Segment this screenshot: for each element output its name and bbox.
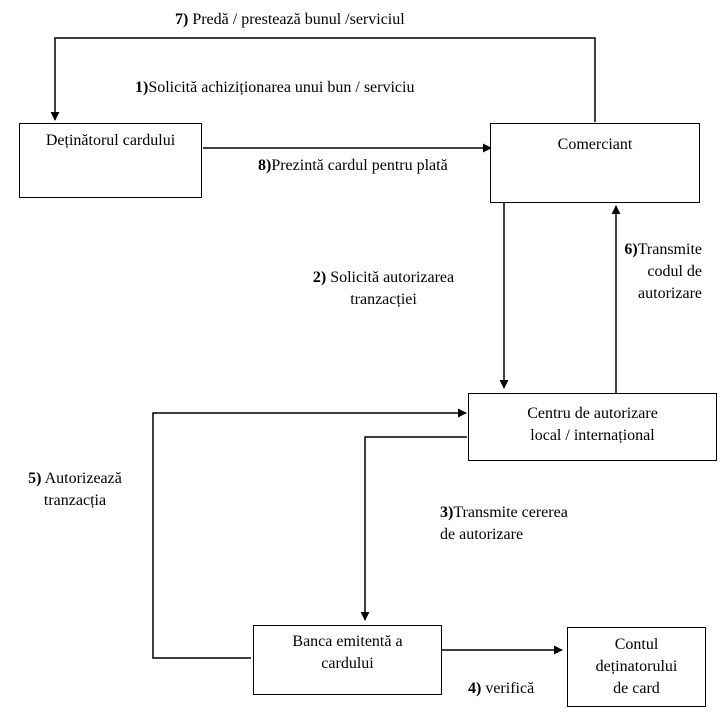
edge-forward-request — [360, 436, 467, 621]
step-2-label: 2) Solicită autorizarea tranzacției — [286, 267, 481, 311]
step-6-label: 6)Transmite codul de autorizare — [617, 239, 702, 305]
issuer-bank-label: Banca emitentă a cardului — [292, 633, 403, 672]
issuer-bank-box: Banca emitentă a cardului — [253, 625, 442, 695]
step-1-number: 1) — [135, 79, 149, 96]
step-4-number: 4) — [468, 680, 482, 697]
step-3-text: Transmite cererea de autorizare — [440, 504, 568, 543]
step-8-number: 8) — [258, 157, 272, 174]
step-2-text: Solicită autorizarea tranzacției — [330, 269, 455, 308]
step-3-number: 3) — [440, 504, 454, 521]
step-4-label: 4) verifică — [468, 678, 534, 700]
cardholder-label: Deținătorul cardului — [45, 132, 176, 149]
authorization-center-label: Centru de autorizare local / internațion… — [527, 405, 658, 444]
step-5-number: 5) — [28, 470, 42, 487]
edge-authorizes-transaction — [152, 408, 467, 659]
step-7-label: 7) Predă / prestează bunul /serviciul — [175, 9, 405, 31]
step-8-text: Prezintă cardul pentru plată — [271, 157, 448, 174]
step-7-number: 7) — [175, 11, 189, 28]
step-5-label: 5) Autorizează tranzacția — [20, 468, 130, 512]
card-account-label: Contul deținatorului de card — [595, 636, 678, 697]
step-7-text: Predă / prestează bunul /serviciul — [188, 11, 405, 28]
step-5-text: Autorizează tranzacția — [43, 470, 122, 509]
step-6-text: Transmite codul de autorizare — [637, 241, 702, 302]
step-4-text: verifică — [481, 680, 535, 697]
card-account-box: Contul deținatorului de card — [567, 627, 706, 707]
authorization-center-box: Centru de autorizare local / internațion… — [468, 393, 717, 461]
step-1-label: 1)Solicită achiziționarea unui bun / ser… — [135, 77, 414, 99]
step-2-number: 2) — [312, 269, 327, 286]
edge-delivers-goods — [50, 37, 596, 122]
merchant-label: Comerciant — [557, 136, 633, 153]
step-6-number: 6) — [624, 241, 638, 258]
step-3-label: 3)Transmite cererea de autorizare — [440, 502, 568, 546]
step-1-text: Solicită achiziționarea unui bun / servi… — [148, 79, 415, 96]
cardholder-box: Deținătorul cardului — [19, 123, 202, 198]
merchant-box: Comerciant — [490, 123, 700, 203]
step-8-label: 8)Prezintă cardul pentru plată — [258, 155, 448, 177]
